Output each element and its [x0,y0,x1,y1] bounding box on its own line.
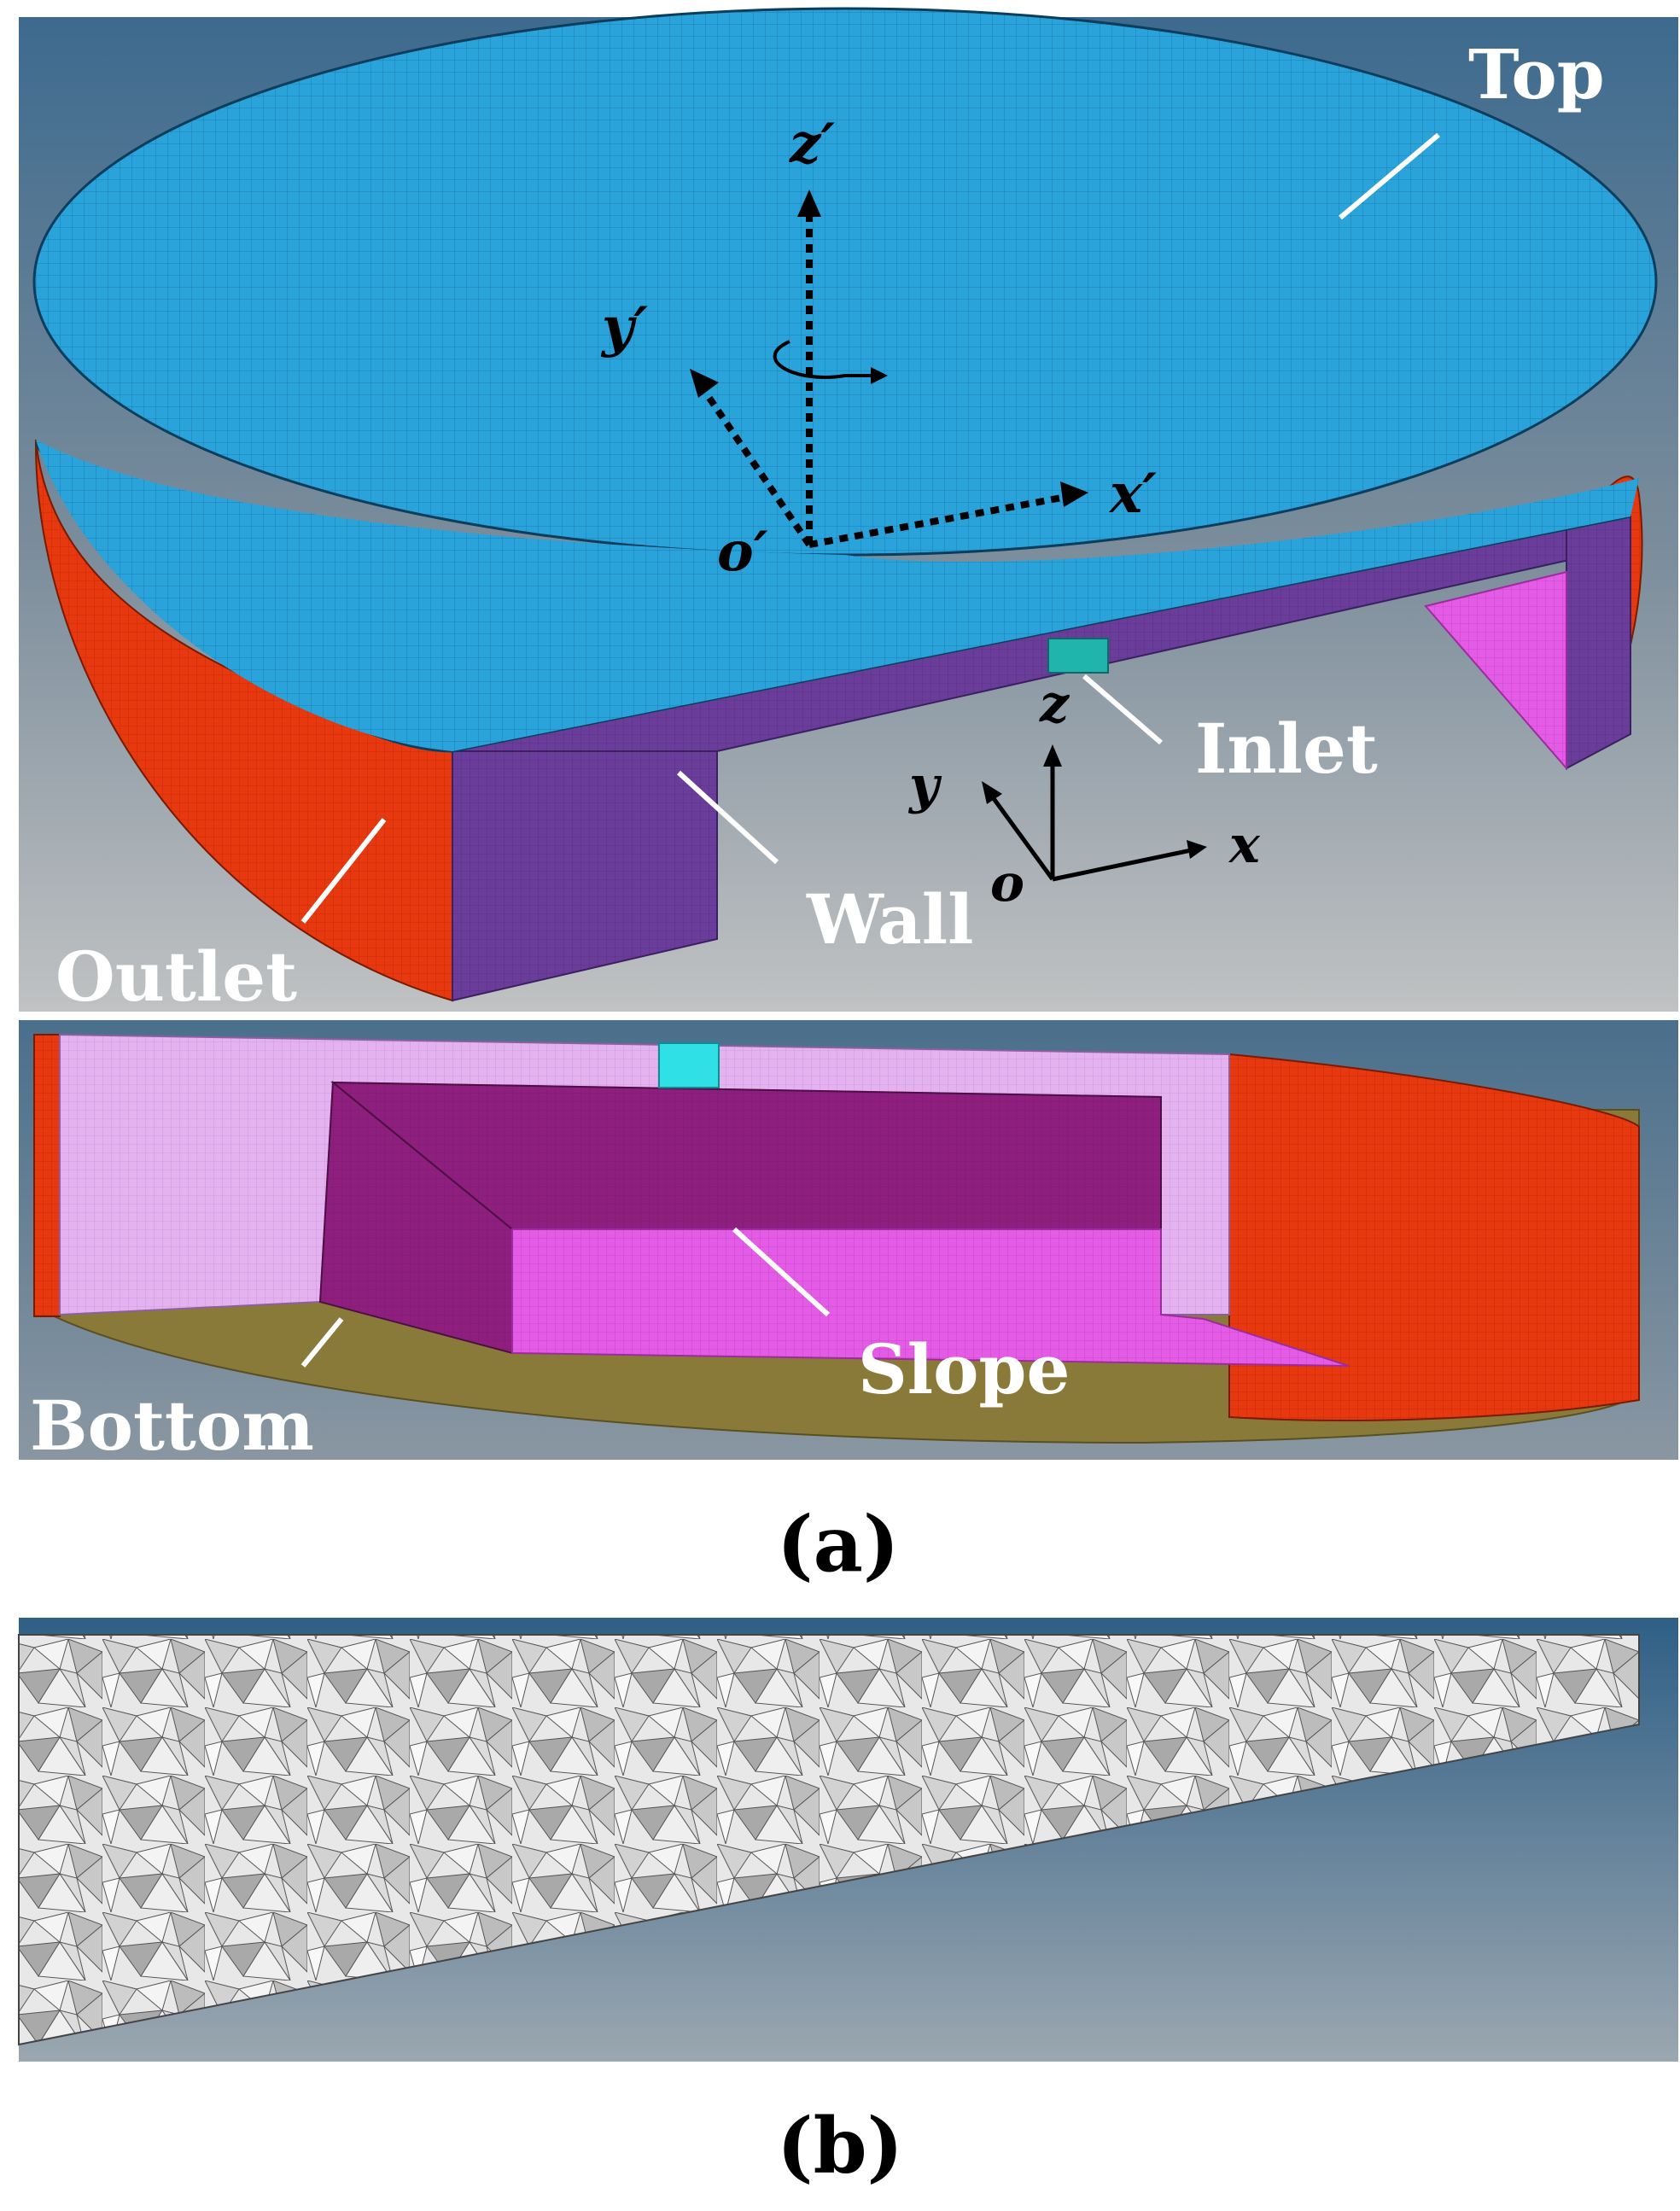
top-surface-front-fill [36,440,1639,751]
outlet-leader [300,818,387,924]
y-arrowhead [982,781,1002,804]
top-label: Top [1468,34,1605,114]
bottom-leader [300,1317,344,1368]
wall-surface-right [1566,515,1631,770]
z-arrowhead [1043,744,1062,767]
top-surface [32,7,1658,557]
x-arrowhead [1187,840,1207,859]
slope-label: Slope [858,1329,1070,1409]
outlet-surface-bottom-view [1228,1053,1640,1421]
outlet-strip-left [33,1034,61,1317]
wall-label: Wall [806,879,974,960]
panel-b [18,1618,1678,2062]
wall-leader [676,770,779,865]
leader-lines-a [300,132,1440,924]
fixed-axes [988,760,1196,882]
rotation-arrow [773,340,879,379]
slope-surface [511,1228,1350,1367]
inlet-label: Inlet [1195,709,1378,789]
bottom-label: Bottom [30,1386,314,1466]
leader-lines-a-bottom [300,1227,831,1368]
slope-leader [732,1227,831,1317]
panel-a-bottom-view: Slope Bottom [19,1020,1678,1466]
z-label: z [1039,674,1070,734]
x-axis [1052,847,1196,882]
y-prime-arrowhead [690,369,719,398]
origin-label: o [990,854,1024,913]
slope-surface-top-view [1424,570,1567,771]
top-leader [1339,132,1440,220]
inlet-leader [1082,674,1163,745]
y-prime-axis [697,382,813,547]
x-label: x [1228,815,1261,875]
x-prime-arrowhead [1060,481,1088,507]
rotation-arrowhead [871,367,888,384]
origin-prime-label: o′ [717,520,768,584]
inlet-patch [1047,638,1109,674]
y-label: y [907,755,942,815]
outlet-label: Outlet [55,936,297,1017]
panel-a-top-view: z′ x′ y′ o′ z x y o Top Inlet Wall Outle… [19,7,1678,1017]
caption-b: (b) [777,2101,903,2191]
x-prime-label: x′ [1108,462,1157,526]
z-prime-label: z′ [789,112,835,176]
outlet-surface [34,439,453,1002]
tetrahedral-mesh-section [18,1634,1640,2046]
caption-a: (a) [777,1499,899,1590]
y-prime-label: y′ [600,295,648,359]
y-axis [988,792,1055,881]
z-prime-arrowhead [797,190,821,217]
inlet-patch-bottom-view [658,1042,720,1088]
